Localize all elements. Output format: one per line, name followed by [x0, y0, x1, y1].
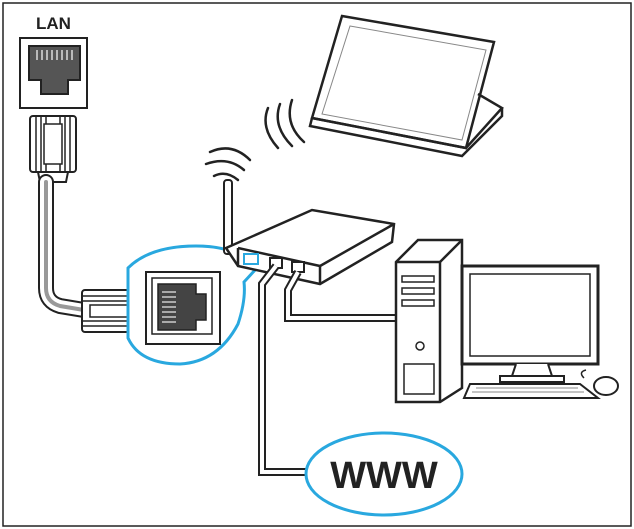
internet-label: WWW	[330, 455, 438, 497]
lan-label: LAN	[36, 14, 71, 33]
wireless-router-icon	[223, 179, 396, 286]
ethernet-plug-horizontal-icon	[81, 289, 135, 333]
mouse-icon	[580, 369, 619, 396]
desktop-tower-icon	[394, 238, 464, 404]
keyboard-icon	[462, 383, 601, 399]
port-highlight-callout	[126, 244, 270, 366]
laptop-icon	[308, 14, 504, 158]
ethernet-plug-icon	[29, 115, 77, 183]
wifi-waves-icon	[204, 98, 306, 182]
lan-port-icon	[19, 37, 88, 109]
internet-cloud: WWW	[304, 431, 464, 517]
monitor-icon	[460, 264, 600, 383]
